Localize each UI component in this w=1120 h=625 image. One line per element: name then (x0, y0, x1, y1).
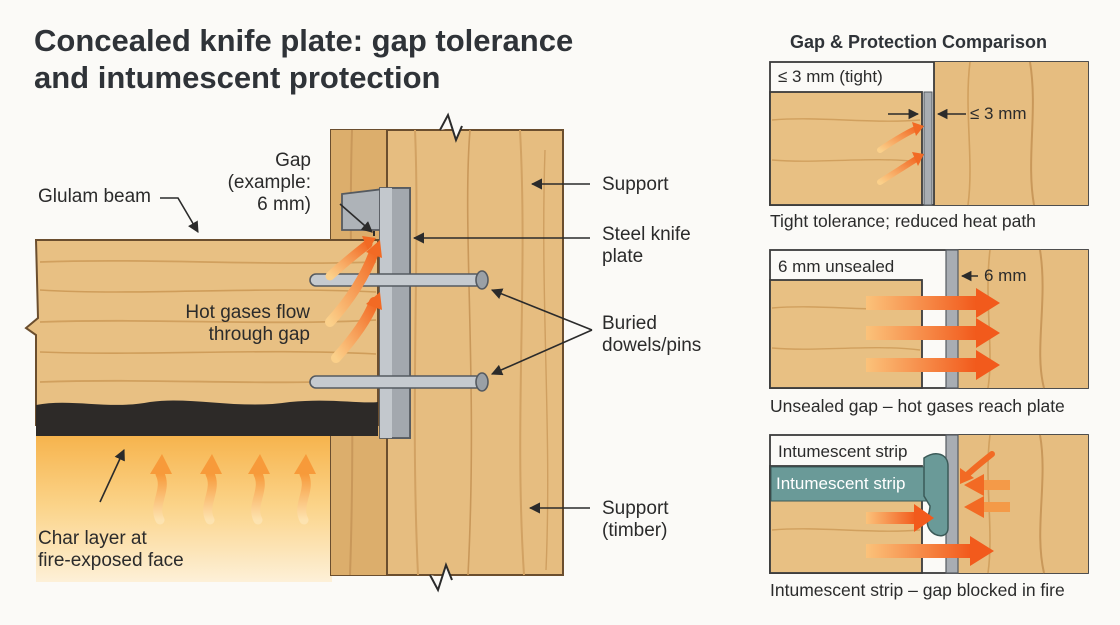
label-char-line2: fire-exposed face (38, 550, 184, 571)
label-dowels-line1: Buried (602, 313, 657, 334)
page-title: Concealed knife plate: gap tolerance and… (34, 22, 674, 96)
label-support-bottom: Support (timber) (602, 498, 669, 542)
label-knife-plate-line1: Steel knife (602, 224, 691, 245)
panel-tight (769, 61, 1089, 206)
page-title-line1: Concealed knife plate: gap tolerance (34, 23, 574, 58)
label-char-layer: Char layer at fire-exposed face (38, 528, 184, 572)
leader-lines (99, 178, 593, 514)
label-knife-plate-line2: plate (602, 246, 644, 267)
label-gap-line3: 6 mm) (257, 194, 311, 215)
comparison-title: Gap & Protection Comparison (790, 32, 1048, 52)
label-dowels-line2: dowels/pins (602, 335, 702, 356)
label-hot-gases-line2: through gap (208, 324, 310, 345)
panel2-caption: Unsealed gap – hot gases reach plate (770, 396, 1065, 416)
label-gap-line2: (example: (227, 172, 311, 193)
panel-intumescent (769, 434, 1089, 574)
panel1-caption: Tight tolerance; reduced heat path (770, 211, 1036, 231)
label-gap: Gap (example: 6 mm) (218, 150, 311, 216)
label-glulam-beam: Glulam beam (38, 186, 151, 207)
label-support-top: Support (602, 174, 669, 195)
panel2-dimension: 6 mm (984, 266, 1027, 285)
label-support-bottom-line2: (timber) (602, 520, 668, 541)
label-char-line1: Char layer at (38, 528, 147, 549)
panel3-tag: Intumescent strip (778, 442, 908, 461)
panel1-dimension: ≤ 3 mm (970, 104, 1027, 123)
panel1-tag: ≤ 3 mm (tight) (778, 67, 883, 86)
label-dowels: Buried dowels/pins (602, 313, 701, 357)
intumescent-strip (923, 453, 949, 537)
label-knife-plate: Steel knife plate (602, 224, 691, 268)
panel2-tag: 6 mm unsealed (778, 257, 895, 276)
label-hot-gases-line1: Hot gases flow (185, 302, 310, 323)
label-hot-gases: Hot gases flow through gap (160, 302, 310, 346)
panel3-strip-label: Intumescent strip (776, 474, 906, 493)
label-gap-line1: Gap (275, 150, 311, 171)
dowels (309, 270, 489, 392)
fire-zone (36, 432, 332, 582)
label-support-bottom-line1: Support (602, 498, 669, 519)
glulam-beam (24, 239, 379, 436)
page-title-line2: and intumescent protection (34, 60, 441, 95)
hot-gas-arrows (325, 236, 382, 363)
panel3-caption: Intumescent strip – gap blocked in fire (770, 580, 1065, 600)
heat-arrows (150, 454, 316, 525)
char-layer (36, 400, 378, 436)
panel-unsealed (769, 249, 1089, 389)
